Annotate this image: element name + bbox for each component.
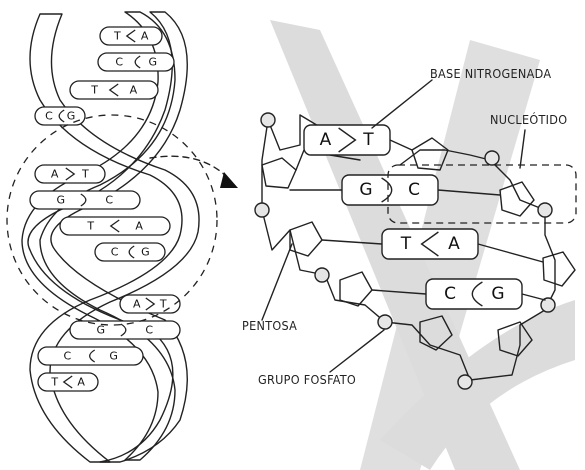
rung-left-base: A	[133, 298, 141, 311]
pair-right-base: A	[448, 234, 460, 254]
pentose	[419, 315, 453, 351]
rung-left-base: T	[90, 84, 98, 97]
pair-right-base: T	[362, 130, 374, 150]
rung-left-base: C	[111, 246, 119, 259]
pentose	[261, 157, 297, 189]
label-pentosa: PENTOSA	[242, 318, 297, 333]
pair-left-base: A	[320, 130, 332, 150]
phosphate-circle	[377, 314, 393, 330]
phosphate-circle	[260, 112, 276, 128]
label-base-nitrogenada: BASE NITROGENADA	[430, 66, 551, 81]
double-helix	[21, 11, 200, 463]
rung-left-base: G	[57, 194, 66, 207]
phosphate-circle	[314, 267, 330, 283]
pair-right-base: C	[408, 180, 420, 200]
pentose	[499, 181, 535, 217]
rung-right-base: T	[159, 298, 167, 311]
pair-left-base: C	[444, 284, 456, 304]
rung-right-base: C	[145, 324, 153, 337]
pentose	[339, 271, 373, 307]
pair-left-base: G	[359, 180, 372, 200]
phosphate-circle	[457, 374, 473, 390]
leader-pentosa	[261, 243, 293, 321]
rung-right-base: A	[141, 30, 149, 43]
label-nucleotido: NUCLEÓTIDO	[490, 112, 567, 127]
pentoses	[261, 137, 576, 357]
rung-right-base: G	[67, 110, 76, 123]
rung-left-base: T	[50, 376, 58, 389]
rung-left-base: T	[86, 220, 94, 233]
nucleotide-box	[387, 164, 577, 224]
phosphate-circle	[484, 150, 500, 166]
rung-right-base: C	[105, 194, 113, 207]
pentose	[497, 321, 533, 357]
rung-left-base: C	[115, 56, 123, 69]
leader-base	[371, 79, 433, 129]
rung-right-base: A	[130, 84, 138, 97]
phosphates	[254, 112, 556, 390]
leader-fosfato	[329, 329, 385, 373]
rung-left-base: G	[97, 324, 106, 337]
rung-right-base: G	[109, 350, 118, 363]
rung-left-base: A	[51, 168, 59, 181]
phosphate-circle	[540, 297, 556, 313]
rung-left-base: C	[64, 350, 72, 363]
zoom-arrow	[149, 155, 238, 188]
rung-right-base: A	[135, 220, 143, 233]
pair-right-base: G	[491, 284, 504, 304]
rung-left-base: C	[45, 110, 53, 123]
rung-right-base: A	[77, 376, 85, 389]
pair-left-base: T	[400, 234, 412, 254]
base-connectors	[289, 139, 546, 301]
rung-left-base: T	[113, 30, 121, 43]
pentose	[542, 251, 576, 287]
phosphate-circle	[254, 202, 270, 218]
rung-right-base: G	[141, 246, 150, 259]
leader-nucleotido	[519, 129, 526, 169]
phosphate-circle	[537, 202, 553, 218]
rung-right-base: G	[148, 56, 157, 69]
pentose	[289, 221, 323, 257]
label-grupo-fosfato: GRUPO FOSFATO	[258, 372, 356, 387]
rung-right-base: T	[81, 168, 89, 181]
zoom-circle	[6, 114, 218, 326]
